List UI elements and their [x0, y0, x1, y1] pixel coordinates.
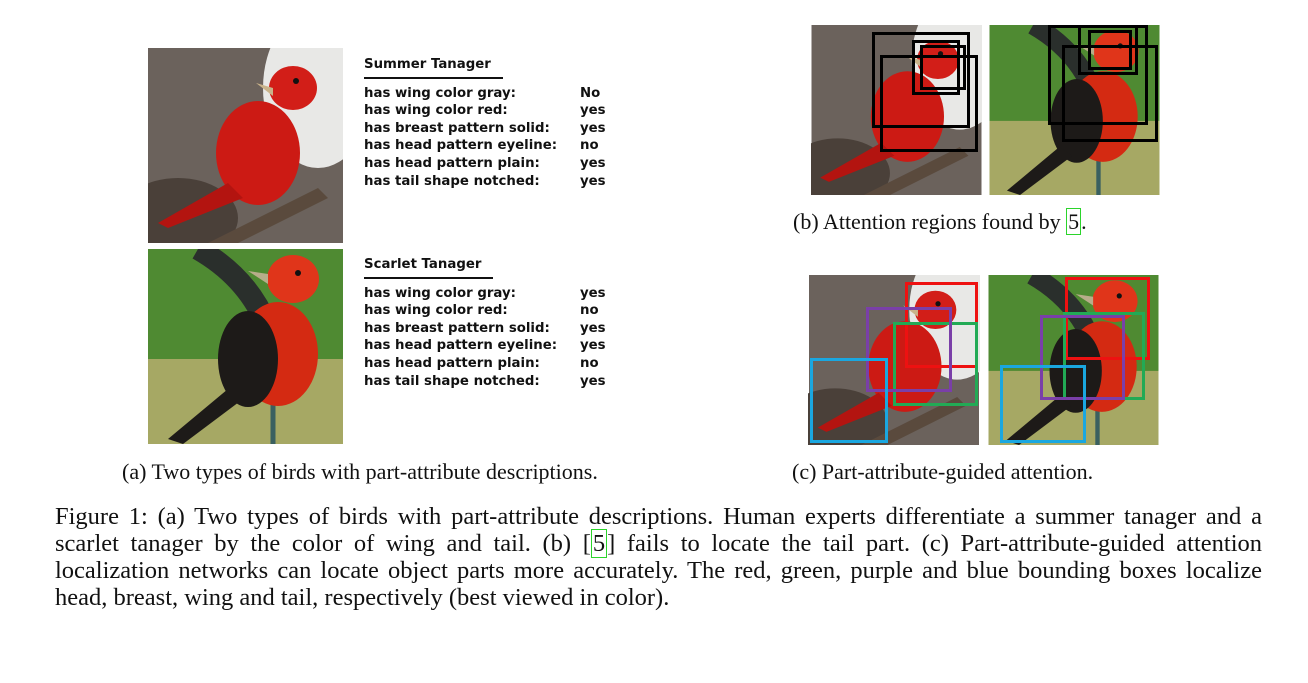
attribute-row: has breast pattern solid: yes [364, 120, 606, 138]
attribute-name: has breast pattern solid: [364, 120, 550, 136]
attribute-value: yes [580, 373, 606, 389]
attribute-value: yes [580, 320, 606, 336]
table-title: Scarlet Tanager [364, 256, 494, 279]
attention-bounding-box [1062, 45, 1158, 142]
attribute-row: has head pattern eyeline: no [364, 137, 606, 155]
wing-bounding-box [866, 307, 952, 392]
attention-bounding-box [912, 40, 960, 95]
attribute-value: yes [580, 120, 606, 136]
attribute-row: has head pattern plain: yes [364, 155, 606, 173]
head-bounding-box [1065, 277, 1150, 360]
attention-bounding-box [920, 45, 966, 90]
attribute-value: no [580, 138, 599, 154]
attribute-name: has head pattern plain: [364, 355, 540, 371]
attribute-row: has breast pattern solid: yes [364, 320, 606, 338]
attribute-row: has wing color gray: yes [364, 285, 606, 303]
attribute-value: yes [580, 155, 606, 171]
caption-b: (b) Attention regions found by 5. [793, 208, 1087, 235]
attribute-name: has head pattern eyeline: [364, 138, 558, 154]
attribute-value: No [580, 85, 601, 101]
attribute-row: has head pattern plain: no [364, 355, 606, 373]
attribute-value: yes [580, 338, 606, 354]
attribute-name: has tail shape notched: [364, 373, 540, 389]
attribute-name: has wing color red: [364, 303, 508, 319]
attribute-name: has breast pattern solid: [364, 320, 550, 336]
attribute-row: has wing color gray: No [364, 85, 606, 103]
attribute-value: yes [580, 103, 606, 119]
attention-bounding-box [872, 32, 970, 128]
summer-tanager-image [148, 48, 343, 243]
citation-link[interactable]: 5 [590, 529, 608, 558]
attribute-value: yes [580, 285, 606, 301]
attribute-name: has wing color red: [364, 103, 508, 119]
attribute-row: has head pattern eyeline: yes [364, 337, 606, 355]
caption-c: (c) Part-attribute-guided attention. [792, 459, 1094, 484]
attribute-value: yes [580, 173, 606, 189]
figure-caption: Figure 1: (a) Two types of birds with pa… [55, 503, 1263, 611]
attribute-row: has wing color red: no [364, 302, 606, 320]
attention-bounding-box [1078, 25, 1138, 75]
attribute-row: has tail shape notched: yes [364, 173, 606, 191]
table-title: Summer Tanager [364, 56, 503, 79]
attribute-name: has head pattern eyeline: [364, 338, 558, 354]
caption-a: (a) Two types of birds with part-attribu… [122, 459, 598, 484]
wing-bounding-box [1040, 315, 1125, 400]
attribute-name: has head pattern plain: [364, 155, 540, 171]
citation-link[interactable]: 5 [1066, 208, 1082, 235]
attribute-value: no [580, 303, 599, 319]
attribute-row: has tail shape notched: yes [364, 373, 606, 391]
tail-bounding-box [810, 358, 888, 443]
attribute-value: no [580, 355, 599, 371]
attribute-name: has wing color gray: [364, 85, 516, 101]
breast-bounding-box [893, 322, 978, 406]
attribute-name: has wing color gray: [364, 285, 516, 301]
attribute-row: has wing color red: yes [364, 102, 606, 120]
attention-bounding-box [1088, 30, 1132, 70]
tail-bounding-box [1000, 365, 1086, 443]
scarlet-tanager-image [148, 249, 343, 444]
attention-bounding-box [880, 55, 978, 152]
attribute-name: has tail shape notched: [364, 173, 540, 189]
